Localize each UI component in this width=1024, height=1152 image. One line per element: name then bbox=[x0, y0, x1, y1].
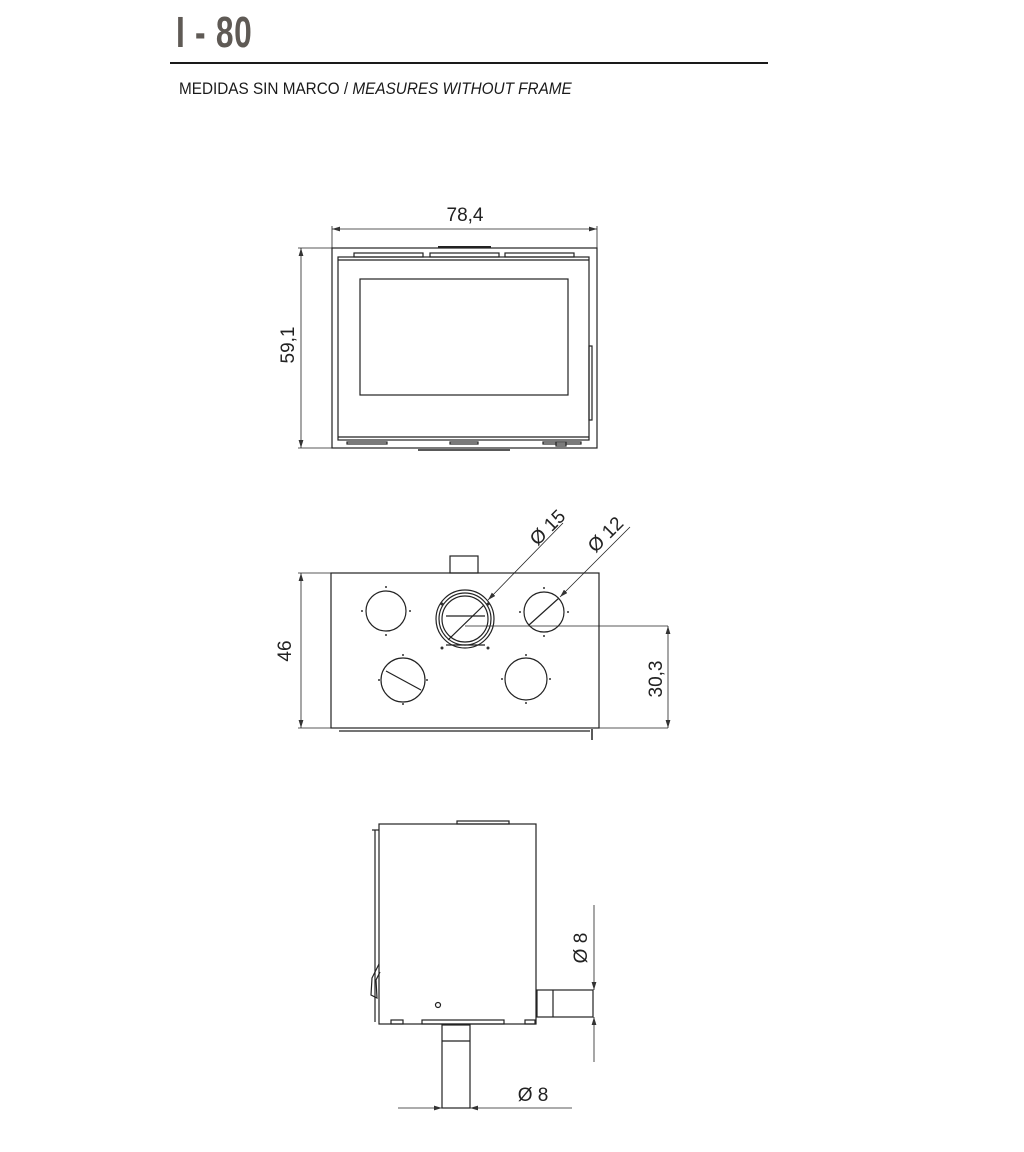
subtitle-separator: / bbox=[339, 79, 353, 98]
rear-height-label: 46 bbox=[275, 640, 296, 661]
header-rule bbox=[170, 62, 768, 64]
front-height-label: 59,1 bbox=[278, 327, 299, 364]
air-leader-line bbox=[559, 526, 631, 598]
rear-view bbox=[298, 522, 671, 740]
side-view bbox=[370, 820, 597, 1111]
rear-tube-diameter-label: Ø 8 bbox=[571, 933, 592, 964]
model-title: I - 80 bbox=[176, 8, 253, 57]
subtitle-en: MEASURES WITHOUT FRAME bbox=[352, 79, 572, 98]
bottom-tube bbox=[441, 1024, 471, 1109]
front-outer-frame bbox=[331, 247, 598, 449]
front-width-label: 78,4 bbox=[447, 205, 484, 226]
front-view bbox=[298, 226, 598, 451]
air-inlet-top-right bbox=[523, 591, 565, 633]
bottom-tube-diameter-label: Ø 8 bbox=[518, 1085, 549, 1106]
air-inlet-bottom-right bbox=[504, 657, 548, 701]
air-inlet-bottom-left bbox=[380, 657, 426, 703]
air-inlet-top-left bbox=[365, 590, 407, 632]
flue-leader-line bbox=[487, 522, 564, 601]
door-handle bbox=[588, 345, 593, 421]
side-body bbox=[378, 823, 537, 1025]
outlet-height-label: 30,3 bbox=[646, 661, 667, 698]
subtitle: MEDIDAS SIN MARCO / MEASURES WITHOUT FRA… bbox=[179, 79, 572, 99]
top-outlet bbox=[449, 555, 479, 574]
flue-diameter-label: Ø 15 bbox=[526, 506, 570, 550]
glass-window bbox=[359, 278, 569, 396]
subtitle-es: MEDIDAS SIN MARCO bbox=[179, 79, 340, 98]
flue-outlet bbox=[441, 595, 489, 643]
rear-tube bbox=[536, 989, 594, 1018]
